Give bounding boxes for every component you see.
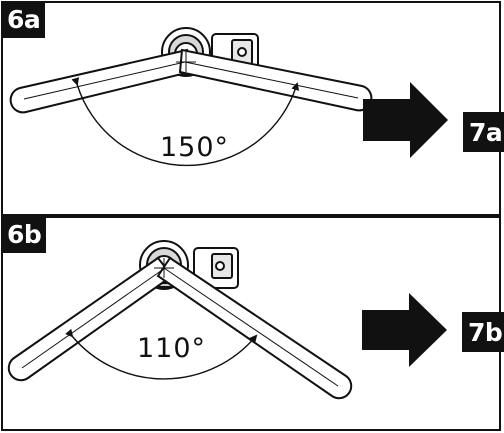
left-arm-6b <box>7 256 174 382</box>
step-label-6b: 6b <box>3 218 47 253</box>
next-step-label-7a: 7a <box>463 112 504 152</box>
right-arm-6a <box>178 48 373 112</box>
arrow-to-7b-icon <box>362 293 447 367</box>
next-step-label-7b: 7b <box>462 312 504 352</box>
angle-arc-6a <box>71 77 300 167</box>
right-arm-6b <box>156 256 353 400</box>
angle-label-6a: 150° <box>160 132 230 163</box>
hanger-6b <box>7 240 353 400</box>
step-label-6a: 6a <box>3 3 46 38</box>
hanger-6a <box>9 27 373 114</box>
angle-label-6b: 110° <box>137 333 207 364</box>
arrow-to-7a-icon <box>363 82 448 158</box>
angle-arc-6b <box>65 328 258 380</box>
